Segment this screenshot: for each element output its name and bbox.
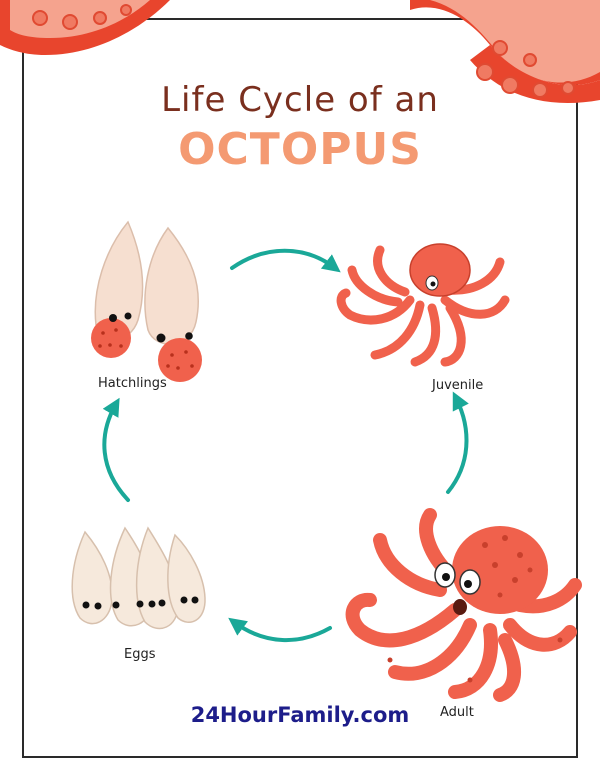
label-juvenile: Juvenile: [432, 378, 484, 393]
label-eggs: Eggs: [124, 647, 156, 662]
title-line-2: OCTOPUS: [178, 124, 422, 175]
arrow-hatchlings-to-juvenile: [230, 248, 341, 273]
eggs-icon: [71, 526, 206, 630]
arrow-adult-to-eggs: [228, 617, 332, 643]
page-frame: [22, 18, 578, 758]
arrow-eggs-to-hatchlings: [102, 397, 130, 502]
label-hatchlings: Hatchlings: [98, 376, 167, 391]
brand-footer[interactable]: 24HourFamily.com: [190, 703, 410, 727]
hatchlings-icon: [91, 220, 202, 382]
adult-octopus-icon: [345, 508, 582, 702]
label-adult: Adult: [440, 705, 474, 720]
arrow-adult-to-juvenile: [446, 391, 469, 494]
title-line-1: Life Cycle of an: [161, 80, 439, 120]
tentacle-top-left-icon: [0, 0, 170, 55]
juvenile-octopus-icon: [336, 243, 510, 367]
tentacle-top-right-icon: [410, 0, 600, 104]
